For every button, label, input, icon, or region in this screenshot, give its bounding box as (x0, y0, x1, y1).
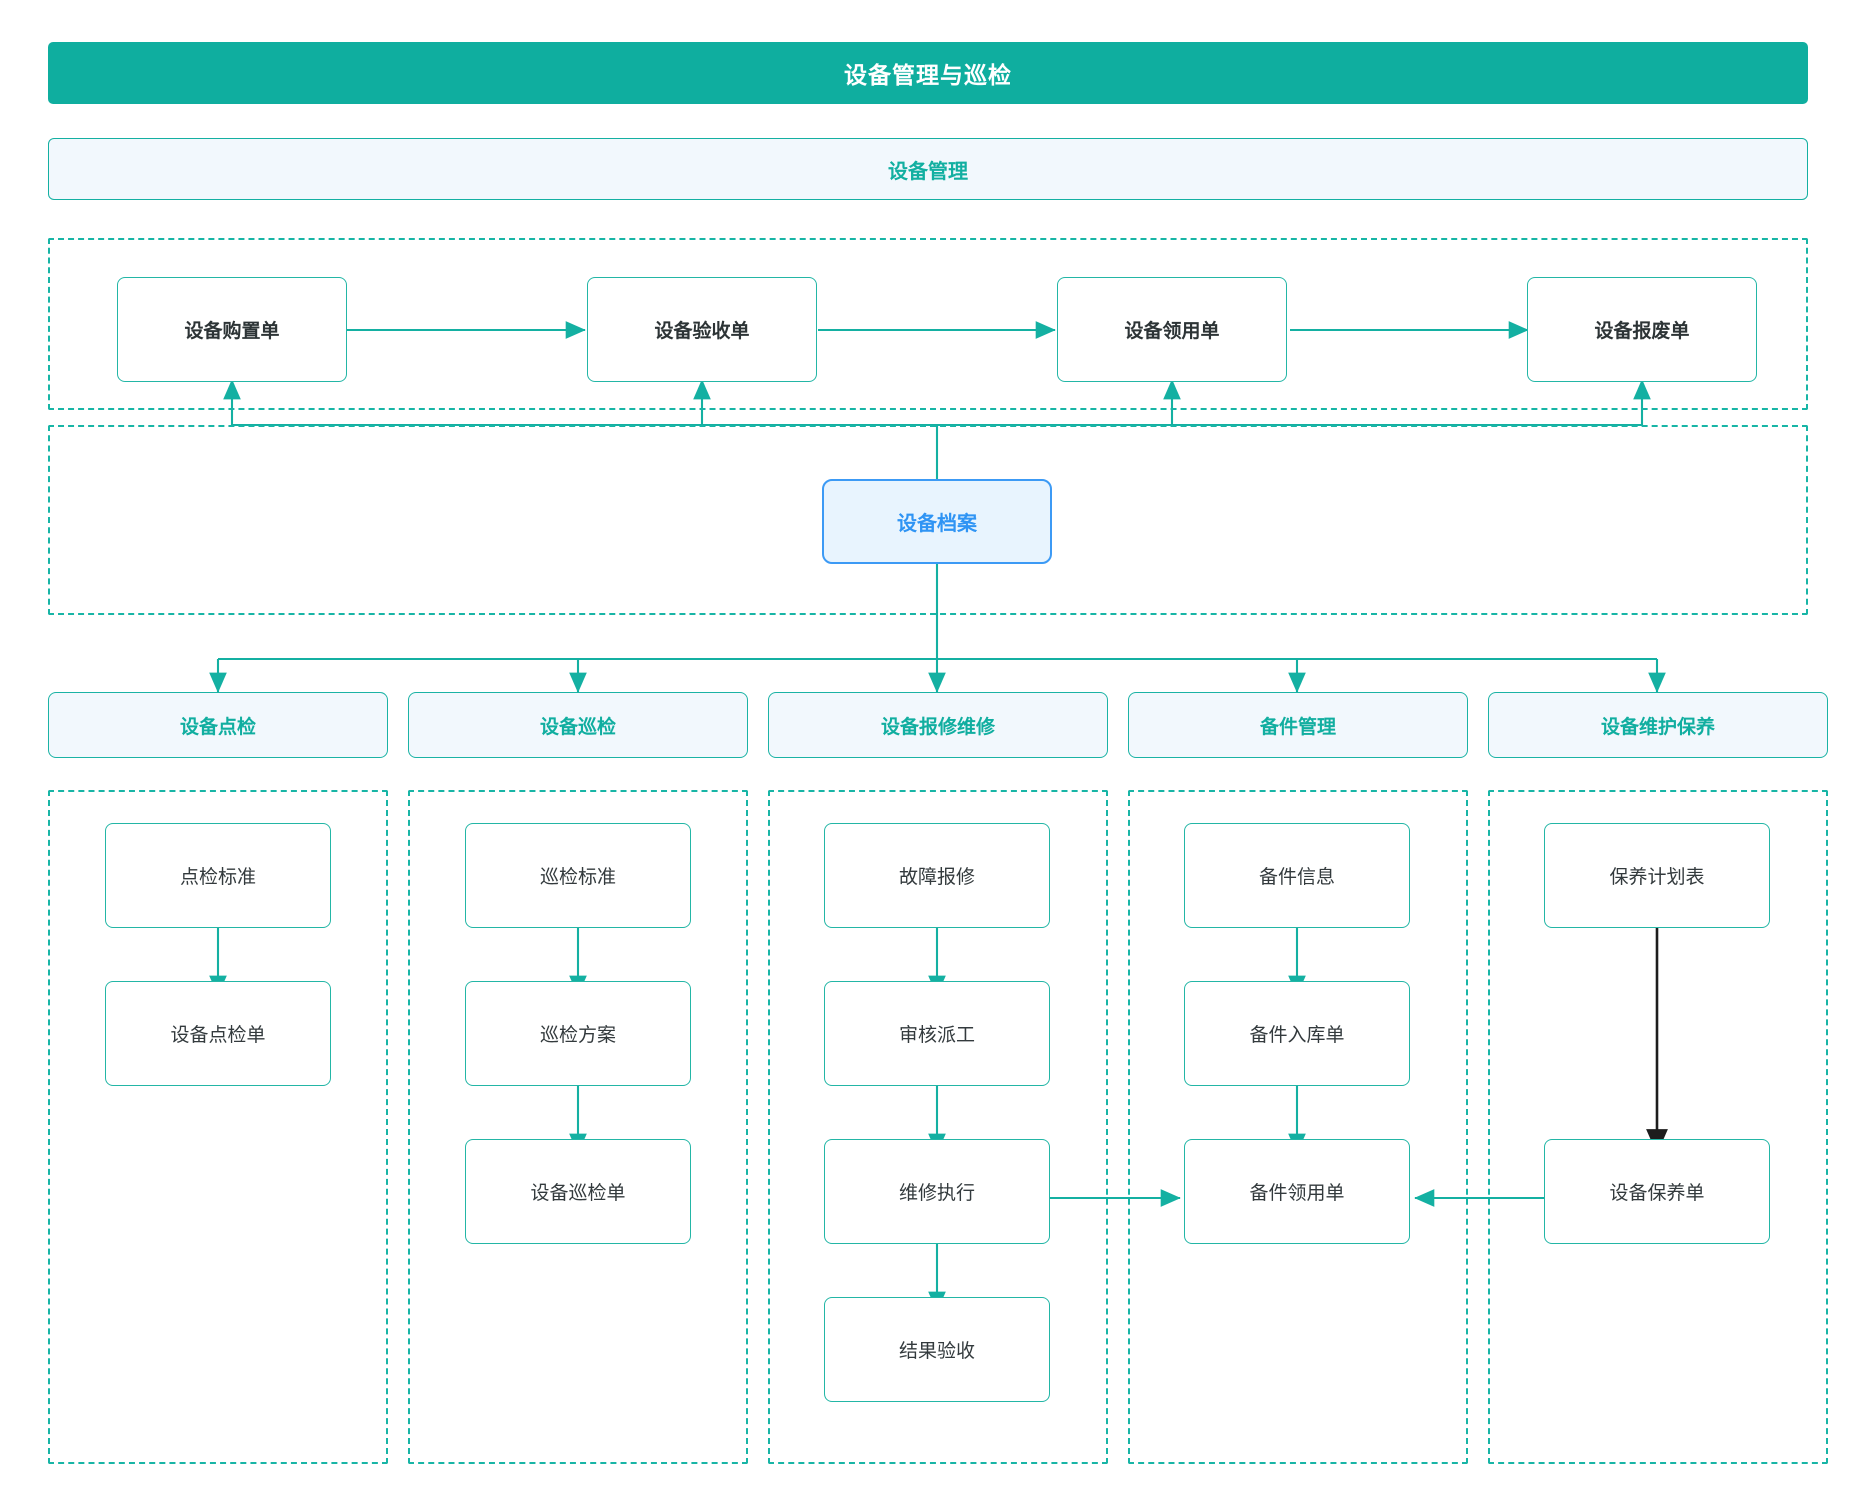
node-review-dispatch[interactable]: 审核派工 (824, 981, 1050, 1086)
category-header-patrol[interactable]: 设备巡检 (408, 692, 748, 758)
node-scrap-order[interactable]: 设备报废单 (1527, 277, 1757, 382)
category-header-repair[interactable]: 设备报修维修 (768, 692, 1108, 758)
node-patrol-plan[interactable]: 巡检方案 (465, 981, 691, 1086)
node-purchase-order[interactable]: 设备购置单 (117, 277, 347, 382)
node-fault-report[interactable]: 故障报修 (824, 823, 1050, 928)
node-spare-part-inbound[interactable]: 备件入库单 (1184, 981, 1410, 1086)
group-column-patrol (408, 790, 748, 1464)
group-column-inspection (48, 790, 388, 1464)
node-repair-execution[interactable]: 维修执行 (824, 1139, 1050, 1244)
group-lifecycle (48, 238, 1808, 410)
node-equipment-archive[interactable]: 设备档案 (822, 479, 1052, 564)
node-spare-part-issue[interactable]: 备件领用单 (1184, 1139, 1410, 1244)
section-header-equipment-management: 设备管理 (48, 138, 1808, 200)
node-issue-order[interactable]: 设备领用单 (1057, 277, 1287, 382)
node-patrol-standard[interactable]: 巡检标准 (465, 823, 691, 928)
group-archive (48, 425, 1808, 615)
group-column-repair (768, 790, 1108, 1464)
node-maintenance-plan[interactable]: 保养计划表 (1544, 823, 1770, 928)
node-maintenance-sheet[interactable]: 设备保养单 (1544, 1139, 1770, 1244)
category-header-spare-parts[interactable]: 备件管理 (1128, 692, 1468, 758)
group-column-maintenance (1488, 790, 1828, 1464)
node-spare-part-info[interactable]: 备件信息 (1184, 823, 1410, 928)
node-inspection-standard[interactable]: 点检标准 (105, 823, 331, 928)
page-title: 设备管理与巡检 (48, 42, 1808, 104)
node-patrol-sheet[interactable]: 设备巡检单 (465, 1139, 691, 1244)
node-inspection-sheet[interactable]: 设备点检单 (105, 981, 331, 1086)
node-result-acceptance[interactable]: 结果验收 (824, 1297, 1050, 1402)
node-acceptance-order[interactable]: 设备验收单 (587, 277, 817, 382)
category-header-inspection[interactable]: 设备点检 (48, 692, 388, 758)
category-header-maintenance[interactable]: 设备维护保养 (1488, 692, 1828, 758)
group-column-spare-parts (1128, 790, 1468, 1464)
